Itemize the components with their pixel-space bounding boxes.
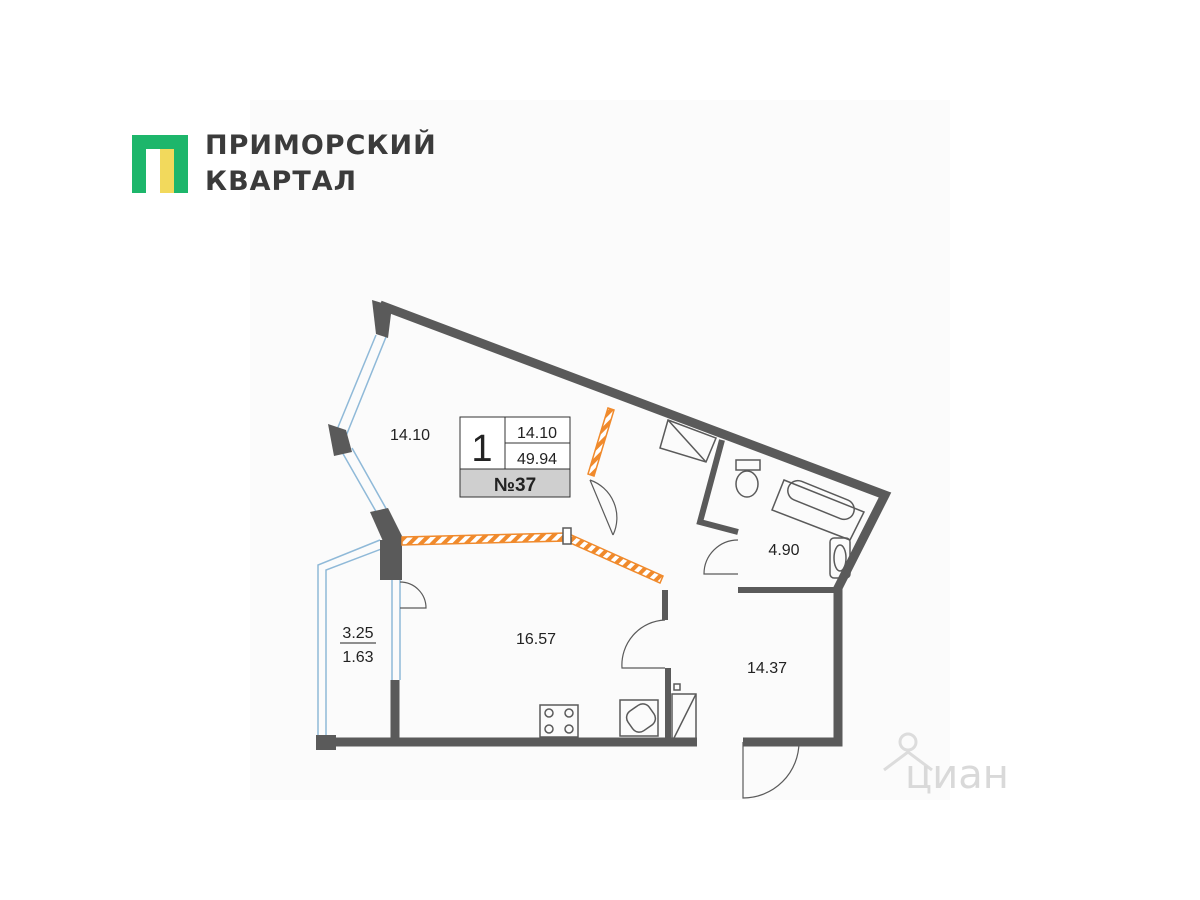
- brand-name: ПРИМОРСКИЙ КВАРТАЛ: [205, 128, 437, 200]
- total-area: 49.94: [517, 451, 557, 468]
- brand-logo-icon: [132, 135, 188, 193]
- room-area-hallway: 14.37: [747, 660, 787, 677]
- sink-icon: [829, 537, 851, 579]
- wall-pillar: [316, 300, 404, 750]
- brand-name-line2: КВАРТАЛ: [205, 166, 358, 197]
- room-area-balcony-reduced: 1.63: [342, 649, 373, 666]
- rooms-count: 1: [471, 428, 492, 470]
- watermark-text: циан: [905, 752, 1009, 798]
- toilet-icon: [735, 459, 761, 498]
- room-area-kitchen: 16.57: [516, 631, 556, 648]
- watermark-logo-icon: [883, 732, 933, 772]
- wall-pillar: [562, 527, 572, 545]
- room-area-bedroom: 14.10: [390, 427, 430, 444]
- brand-name-line1: ПРИМОРСКИЙ: [205, 130, 437, 161]
- bathtub-icon: [771, 479, 866, 541]
- wall: [662, 439, 838, 742]
- kitchen-sink-icon: [619, 699, 659, 737]
- room-area-balcony: 3.25: [342, 625, 373, 642]
- room-area-bathroom: 4.90: [768, 542, 799, 559]
- partition: [401, 407, 664, 584]
- apartment-number: №37: [494, 475, 536, 496]
- apartment-info-table: 1 14.10 49.94 №37: [459, 416, 571, 498]
- ventilation-shaft: [659, 419, 717, 463]
- living-area: 14.10: [517, 425, 557, 442]
- door-swing: [399, 479, 800, 799]
- window: [335, 334, 401, 680]
- stove-icon: [539, 704, 579, 738]
- utility-riser: [671, 683, 697, 743]
